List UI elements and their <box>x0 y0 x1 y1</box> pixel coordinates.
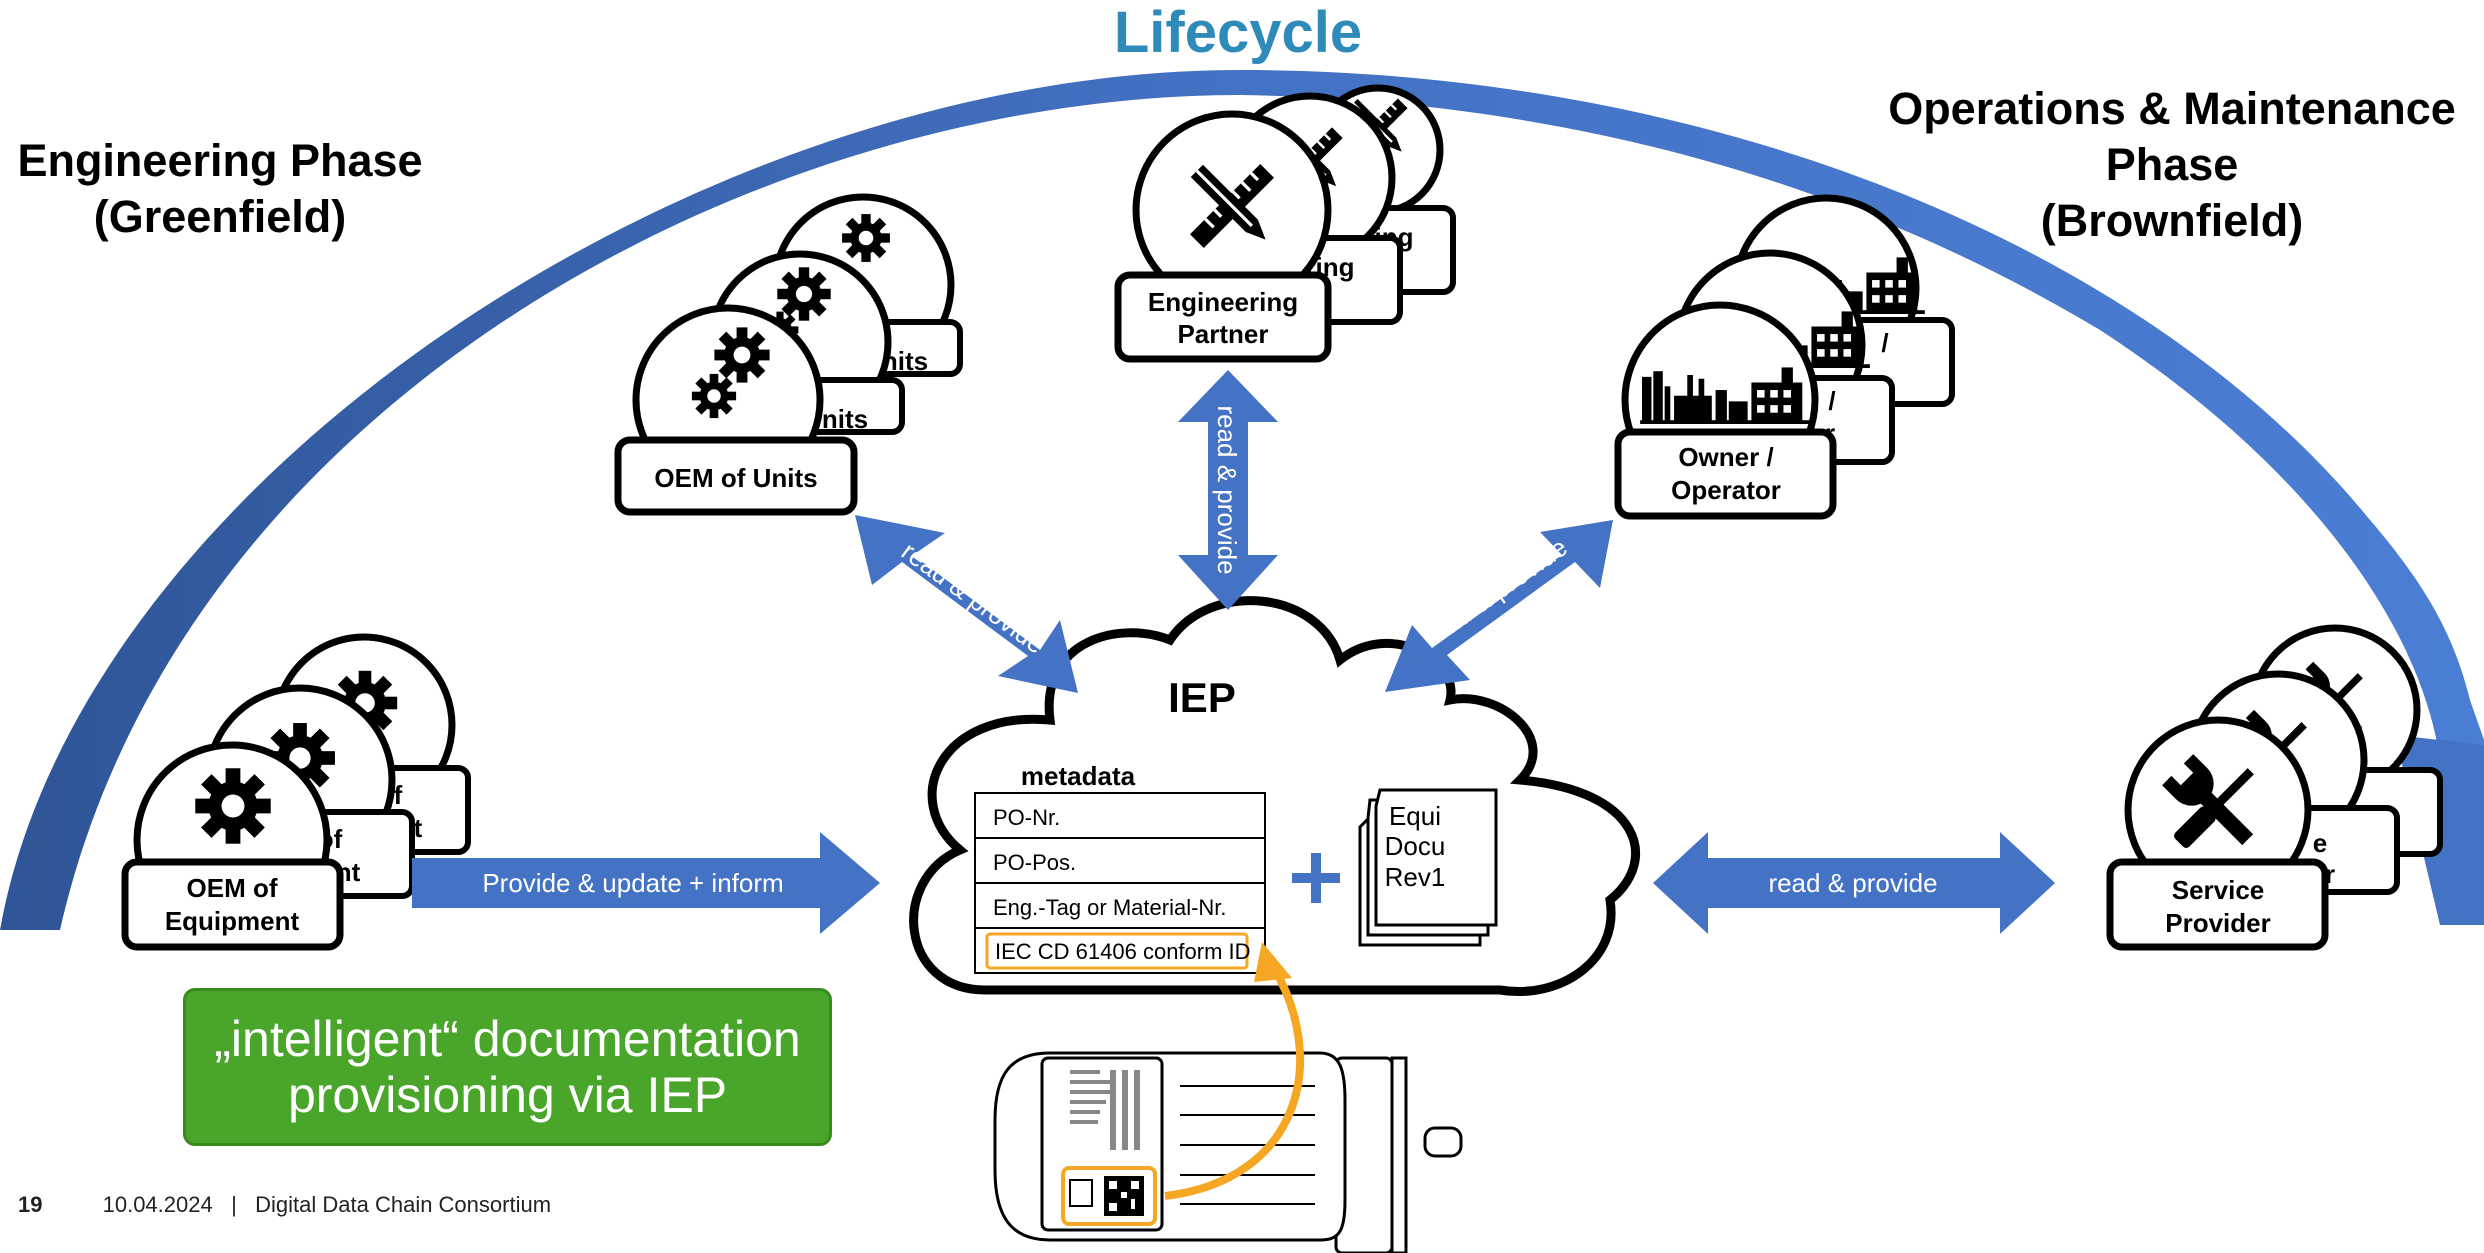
oem-units-card <box>614 436 858 516</box>
svg-text:read & provide: read & provide <box>896 536 1050 660</box>
owner-operator-stack: / / r Owner / Operator <box>1614 194 1955 520</box>
svg-text:read & provide: read & provide <box>1212 405 1242 574</box>
service-provider-card <box>2106 858 2329 951</box>
svg-text:Equi: Equi <box>1389 801 1441 831</box>
metadata-row: PO-Pos. <box>993 850 1076 875</box>
metadata-title: metadata <box>1021 761 1136 791</box>
page-number: 19 <box>18 1192 43 1217</box>
link-arrow <box>1164 962 1304 1200</box>
footer-separator: | <box>231 1192 237 1217</box>
engineering-partner-line1: Engineering <box>1148 287 1298 317</box>
lifecycle-title: Lifecycle <box>1114 0 1362 65</box>
arrow-oem-units: read & provide <box>855 515 1078 693</box>
svg-text:read & provide: read & provide <box>1768 868 1937 898</box>
service-provider-line2: Provider <box>2165 908 2271 938</box>
document-icon: Equi Docu Rev1 <box>1358 788 1498 947</box>
metadata-row: PO-Nr. <box>993 805 1060 830</box>
oem-equipment-line1: OEM of <box>187 873 278 903</box>
oem-units-label: OEM of Units <box>654 463 817 493</box>
svg-text:Provide & update + inform: Provide & update + inform <box>482 868 783 898</box>
service-provider-stack: e r Service Provider <box>2106 624 2443 951</box>
metadata-table: PO-Nr. PO-Pos. Eng.-Tag or Material-Nr. … <box>974 792 1266 974</box>
footer-org: Digital Data Chain Consortium <box>255 1192 552 1217</box>
oem-equipment-stack: f nt of nt OEM of Equipment <box>121 633 471 951</box>
svg-text:f: f <box>394 780 403 810</box>
plus-icon <box>1292 853 1340 903</box>
operations-phase-line1: Operations & Maintenance <box>1888 83 2456 134</box>
arrow-engineering: read & provide <box>1178 370 1278 610</box>
motor-illustration <box>993 1051 1463 1253</box>
callout-text: „intelligent“ documentation provisioning… <box>214 1011 801 1123</box>
arrow-oem-equipment: Provide & update + inform <box>412 832 880 934</box>
svg-text:Rev1: Rev1 <box>1385 862 1446 892</box>
engineering-partner-card <box>1114 271 1332 363</box>
owner-operator-card <box>1614 428 1837 520</box>
svg-text:/: / <box>1828 386 1835 416</box>
oem-equipment-card <box>121 858 344 951</box>
oem-units-stack: nits nits OEM of Units <box>614 193 963 516</box>
arrow-owner: read & provide <box>1385 520 1613 692</box>
operations-phase-line2: Phase <box>2106 139 2239 190</box>
owner-operator-line1: Owner / <box>1678 442 1773 472</box>
arrow-service: read & provide <box>1653 832 2055 934</box>
footer: 19 10.04.2024 | Digital Data Chain Conso… <box>18 1192 551 1218</box>
engineering-partner-stack: ing ring Engineering Partner <box>1114 84 1456 363</box>
engineering-partner-line2: Partner <box>1177 319 1268 349</box>
footer-date: 10.04.2024 <box>102 1192 213 1217</box>
metadata-row: IEC CD 61406 conform ID <box>995 939 1251 964</box>
svg-text:/: / <box>1881 328 1888 358</box>
iep-label: IEP <box>1168 674 1236 721</box>
operations-phase-line3: (Brownfield) <box>2041 195 2303 246</box>
owner-operator-line2: Operator <box>1671 475 1781 505</box>
svg-text:read & provide: read & provide <box>1417 532 1573 654</box>
intelligent-documentation-callout: „intelligent“ documentation provisioning… <box>183 988 832 1146</box>
svg-text:e: e <box>2313 828 2327 858</box>
engineering-phase-line2: (Greenfield) <box>94 191 347 242</box>
oem-equipment-line2: Equipment <box>165 906 300 936</box>
svg-text:nits: nits <box>822 404 868 434</box>
service-provider-line1: Service <box>2172 875 2265 905</box>
svg-text:r: r <box>2325 859 2335 889</box>
conform-id-highlight <box>985 932 1249 970</box>
engineering-phase-line1: Engineering Phase <box>17 135 422 186</box>
svg-text:Docu: Docu <box>1385 831 1446 861</box>
metadata-row: Eng.-Tag or Material-Nr. <box>993 895 1227 920</box>
